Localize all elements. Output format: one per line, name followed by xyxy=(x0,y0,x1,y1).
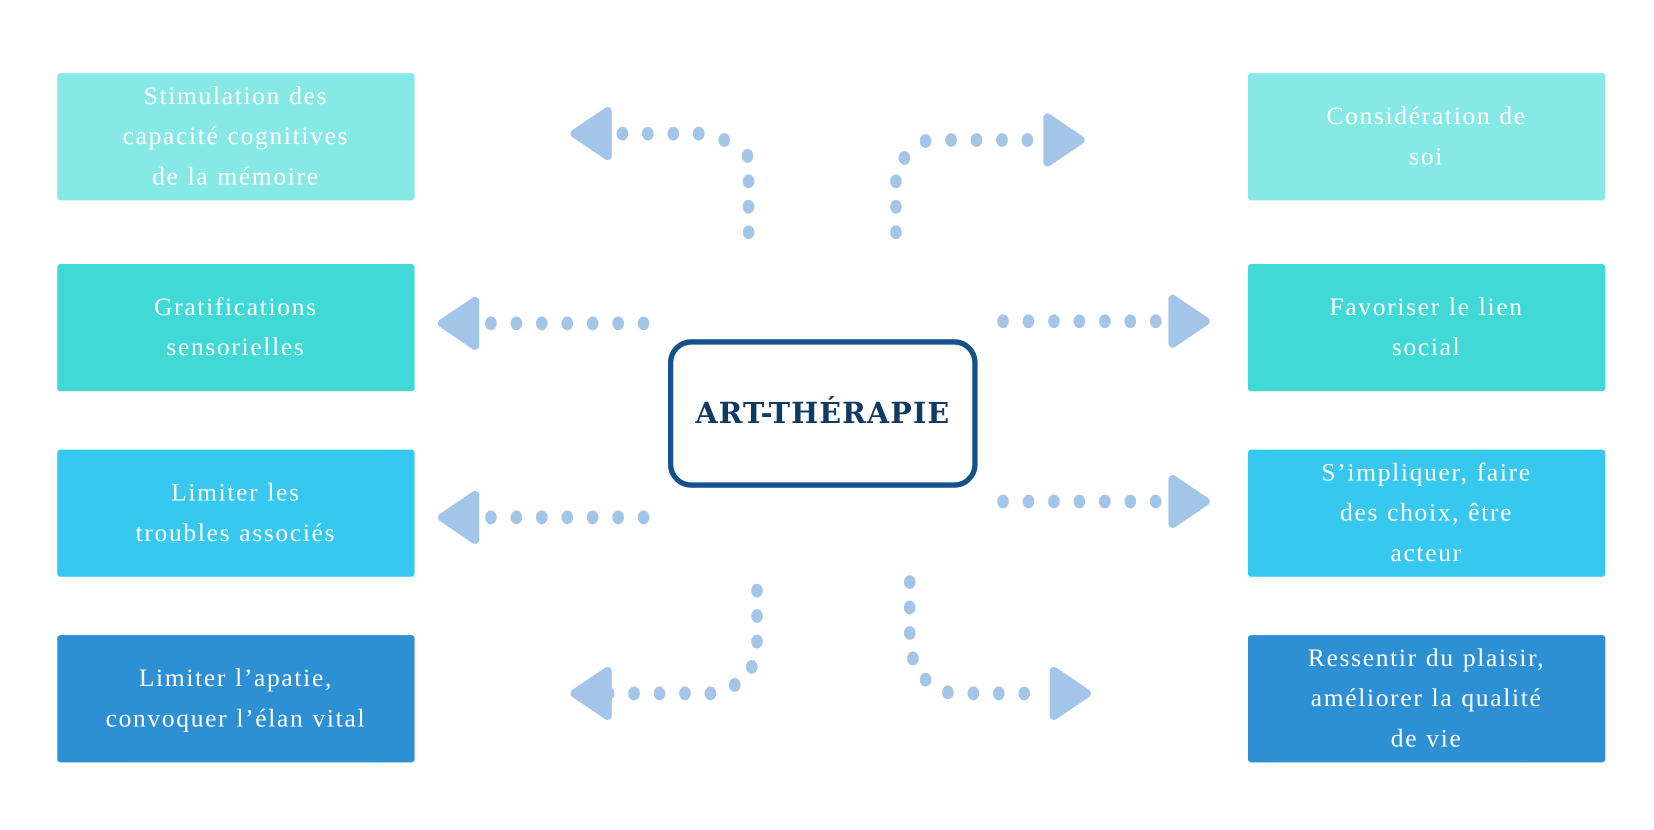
connector-dot xyxy=(1018,686,1031,701)
benefit-box-cognitive-stimulation: Stimulation des capacité cognitives de l… xyxy=(57,73,415,201)
connector-dot xyxy=(1073,494,1086,509)
connector-dot xyxy=(637,316,650,331)
connector-dot xyxy=(628,686,640,701)
connector-dot xyxy=(997,494,1009,509)
arrowhead-icon xyxy=(437,490,480,544)
benefit-box-self-consideration: Considération de soi xyxy=(1247,73,1606,201)
connector-dot xyxy=(1048,314,1060,329)
connector-dot xyxy=(616,126,629,141)
connector-dot xyxy=(679,686,691,701)
connector-dot xyxy=(692,126,705,141)
benefit-box-get-involved: S’impliquer, faire des choix, être acteu… xyxy=(1247,449,1606,577)
connector-dot xyxy=(742,225,755,240)
connector-dot xyxy=(1022,494,1035,509)
connector-dot xyxy=(642,126,654,141)
connector-dot xyxy=(745,660,758,674)
connector-dot xyxy=(997,314,1009,329)
connector-dot xyxy=(903,600,916,615)
connector-dot xyxy=(919,672,932,687)
connector-dot xyxy=(535,316,548,331)
connector-dot xyxy=(890,199,902,214)
connector-dot xyxy=(1149,314,1162,329)
connector-top-left xyxy=(570,107,755,240)
connector-dot xyxy=(667,126,680,141)
connector-dot xyxy=(967,686,980,701)
connector-dot xyxy=(890,174,902,189)
connector-top-right xyxy=(890,113,1085,240)
connector-middle-left-1 xyxy=(437,296,650,350)
benefit-box-limit-disorders: Limiter les troubles associés xyxy=(57,449,415,577)
connector-bottom-left xyxy=(570,583,763,720)
connector-dot xyxy=(561,510,574,525)
arrowhead-icon xyxy=(1049,666,1092,720)
connector-dot xyxy=(1099,494,1111,509)
connector-dot xyxy=(728,678,741,692)
connector-dot xyxy=(907,651,919,666)
connector-dot xyxy=(992,686,1005,701)
connector-dot xyxy=(1073,314,1086,329)
connector-dot xyxy=(945,133,957,147)
connector-dot xyxy=(890,225,902,240)
connector-dot xyxy=(970,133,983,147)
benefit-box-limit-apathy: Limiter l’apatie, convoquer l’élan vital xyxy=(57,635,415,763)
connector-dot xyxy=(1048,494,1060,509)
benefit-box-feel-pleasure: Ressentir du plaisir, améliorer la quali… xyxy=(1247,635,1606,763)
connector-dot xyxy=(612,316,624,331)
connector-dot xyxy=(485,316,497,331)
connector-dot xyxy=(586,510,599,525)
connector-middle-left-2 xyxy=(437,490,650,544)
connector-dot xyxy=(510,510,523,525)
arrowhead-icon xyxy=(1168,294,1210,348)
connector-dot xyxy=(903,626,916,640)
benefit-box-social-link: Favoriser le lien social xyxy=(1247,264,1606,392)
central-topic-label: ART-THÉRAPIE xyxy=(695,397,951,430)
connector-dot xyxy=(751,609,763,623)
connector-dot xyxy=(1124,494,1137,509)
connector-dot xyxy=(637,510,650,525)
connector-dot xyxy=(612,510,624,525)
connector-dot xyxy=(942,685,954,700)
connector-middle-right-1 xyxy=(997,294,1210,348)
connector-dot xyxy=(898,151,911,165)
connector-dot xyxy=(751,583,763,598)
connector-dot xyxy=(903,575,916,589)
connector-dot xyxy=(1124,314,1137,329)
arrowhead-icon xyxy=(570,107,612,161)
connector-dot xyxy=(718,133,731,147)
connector-dot xyxy=(1099,314,1111,329)
connector-dot xyxy=(561,316,574,331)
connector-dot xyxy=(535,510,548,525)
connector-dot xyxy=(751,634,763,649)
arrowhead-icon xyxy=(1168,475,1210,529)
arrowhead-icon xyxy=(1043,113,1085,167)
connector-middle-right-2 xyxy=(997,475,1210,529)
connector-dot xyxy=(996,133,1008,147)
central-topic-box: ART-THÉRAPIE xyxy=(667,339,978,488)
connector-dot xyxy=(1022,314,1035,329)
connector-dot xyxy=(653,686,666,701)
connector-bottom-right xyxy=(903,575,1092,720)
arrowhead-icon xyxy=(570,666,612,720)
connector-dot xyxy=(741,148,754,163)
connector-dot xyxy=(742,174,755,189)
arrowhead-icon xyxy=(437,296,480,350)
connector-dot xyxy=(704,686,717,701)
connector-dot xyxy=(742,199,755,214)
connector-dot xyxy=(919,134,932,148)
connector-dot xyxy=(510,316,523,331)
connector-dot xyxy=(586,316,599,331)
connector-dot xyxy=(1021,133,1034,147)
benefit-box-sensory-gratification: Gratifications sensorielles xyxy=(57,264,415,392)
connector-dot xyxy=(1149,494,1162,509)
connector-dot xyxy=(485,510,497,525)
